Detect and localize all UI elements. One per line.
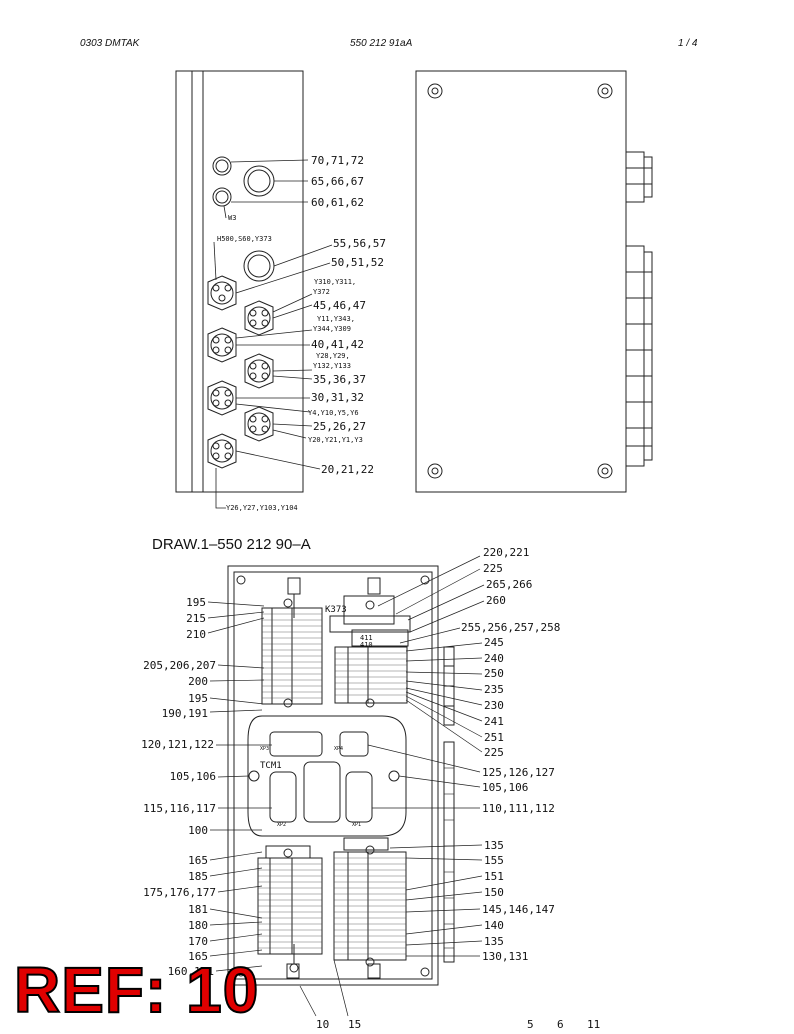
label-110-111-112: 110,111,112 [482, 802, 555, 815]
header-page-number: 1 / 4 [678, 38, 698, 49]
wire-label-y372: Y372 [313, 288, 330, 296]
ref-stamp: REF: 10 [13, 954, 260, 1026]
label-k373: K373 [325, 605, 347, 615]
label-265-266: 265,266 [486, 578, 532, 591]
label-5: 5 [527, 1018, 534, 1031]
label-241: 241 [484, 715, 504, 728]
label-100: 100 [188, 824, 208, 837]
label-45-46-47: 45,46,47 [313, 299, 366, 312]
label-40-41-42: 40,41,42 [311, 338, 364, 351]
label-xp3: XP3 [260, 746, 269, 752]
label-35-36-37: 35,36,37 [313, 373, 366, 386]
label-151: 151 [484, 870, 504, 883]
label-251: 251 [484, 731, 504, 744]
label-165: 165 [188, 854, 208, 867]
label-xp4: XP4 [334, 746, 343, 752]
label-225b: 225 [484, 746, 504, 759]
wire-label-h500: H500,S60,Y373 [217, 235, 272, 243]
label-195: 195 [186, 596, 206, 609]
label-155: 155 [484, 854, 504, 867]
drawing-title: DRAW.1–550 212 90–A [152, 536, 311, 553]
relay-k373 [343, 595, 395, 625]
label-230: 230 [484, 699, 504, 712]
label-250: 250 [484, 667, 504, 680]
connector-xp3 [269, 731, 323, 757]
label-20-21-22: 20,21,22 [321, 463, 374, 476]
label-6: 6 [557, 1018, 564, 1031]
label-60-61-62: 60,61,62 [311, 196, 364, 209]
label-10: 10 [316, 1018, 329, 1031]
label-205-206-207: 205,206,207 [143, 659, 216, 672]
label-175-176-177: 175,176,177 [143, 886, 216, 899]
label-225: 225 [483, 562, 503, 575]
label-11: 11 [587, 1018, 600, 1031]
label-220-221: 220,221 [483, 546, 529, 559]
label-115-116-117: 115,116,117 [143, 802, 216, 815]
cable-glands [207, 156, 275, 469]
label-255-258: 255,256,257,258 [461, 621, 560, 634]
label-165b: 165 [188, 950, 208, 963]
wire-label-y344: Y344,Y309 [313, 325, 351, 333]
label-tcm1: TCM1 [260, 761, 282, 771]
cover-screws [427, 83, 613, 479]
connector-xp2 [269, 771, 297, 823]
label-150: 150 [484, 886, 504, 899]
label-xp1: XP1 [352, 822, 361, 828]
tcm1-module [247, 715, 407, 837]
label-55-56-57: 55,56,57 [333, 237, 386, 250]
label-105-106-right: 105,106 [482, 781, 528, 794]
label-260: 260 [486, 594, 506, 607]
wire-label-y310: Y310,Y311, [314, 278, 356, 286]
label-xp2: XP2 [277, 822, 286, 828]
label-130-131: 130,131 [482, 950, 528, 963]
label-125-126-127: 125,126,127 [482, 766, 555, 779]
label-190-191: 190,191 [162, 707, 208, 720]
label-210: 210 [186, 628, 206, 641]
label-120-121-122: 120,121,122 [141, 738, 214, 751]
header-part-number: 550 212 91aA [350, 38, 413, 49]
label-240: 240 [484, 652, 504, 665]
label-170: 170 [188, 935, 208, 948]
label-65-66-67: 65,66,67 [311, 175, 364, 188]
wire-label-y132: Y132,Y133 [313, 362, 351, 370]
label-135: 135 [484, 839, 504, 852]
label-181: 181 [188, 903, 208, 916]
label-160-161: 160,161 [168, 965, 214, 978]
label-145-146-147: 145,146,147 [482, 903, 555, 916]
label-185: 185 [188, 870, 208, 883]
wire-label-y4: Y4,Y10,Y5,Y6 [308, 409, 359, 417]
label-410: 410 [360, 641, 373, 649]
label-200: 200 [188, 675, 208, 688]
label-30-31-32: 30,31,32 [311, 391, 364, 404]
connector-xp1 [345, 771, 373, 823]
label-25-26-27: 25,26,27 [313, 420, 366, 433]
label-50-51-52: 50,51,52 [331, 256, 384, 269]
connector-xp4 [339, 731, 369, 757]
wire-label-y26: Y26,Y27,Y103,Y104 [226, 504, 298, 512]
side-glands [625, 151, 653, 467]
enclosure-outer [227, 565, 439, 986]
wire-label-w3: W3 [228, 214, 236, 222]
header-doc-code: 0303 DMTAK [80, 38, 140, 49]
label-235: 235 [484, 683, 504, 696]
label-245: 245 [484, 636, 504, 649]
label-411: 411 [360, 634, 373, 642]
housing-side-view [175, 70, 304, 493]
label-180: 180 [188, 919, 208, 932]
wire-label-y28: Y28,Y29, [316, 352, 350, 360]
label-135b: 135 [484, 935, 504, 948]
terminal-block-top-right [334, 646, 408, 704]
label-215: 215 [186, 612, 206, 625]
label-105-106-left: 105,106 [170, 770, 216, 783]
label-195b: 195 [188, 692, 208, 705]
label-140: 140 [484, 919, 504, 932]
wire-label-y20: Y20,Y21,Y1,Y3 [308, 436, 363, 444]
wire-label-y11: Y11,Y343, [317, 315, 355, 323]
label-70-71-72: 70,71,72 [311, 154, 364, 167]
label-15: 15 [348, 1018, 361, 1031]
cover-front-view [415, 70, 627, 493]
